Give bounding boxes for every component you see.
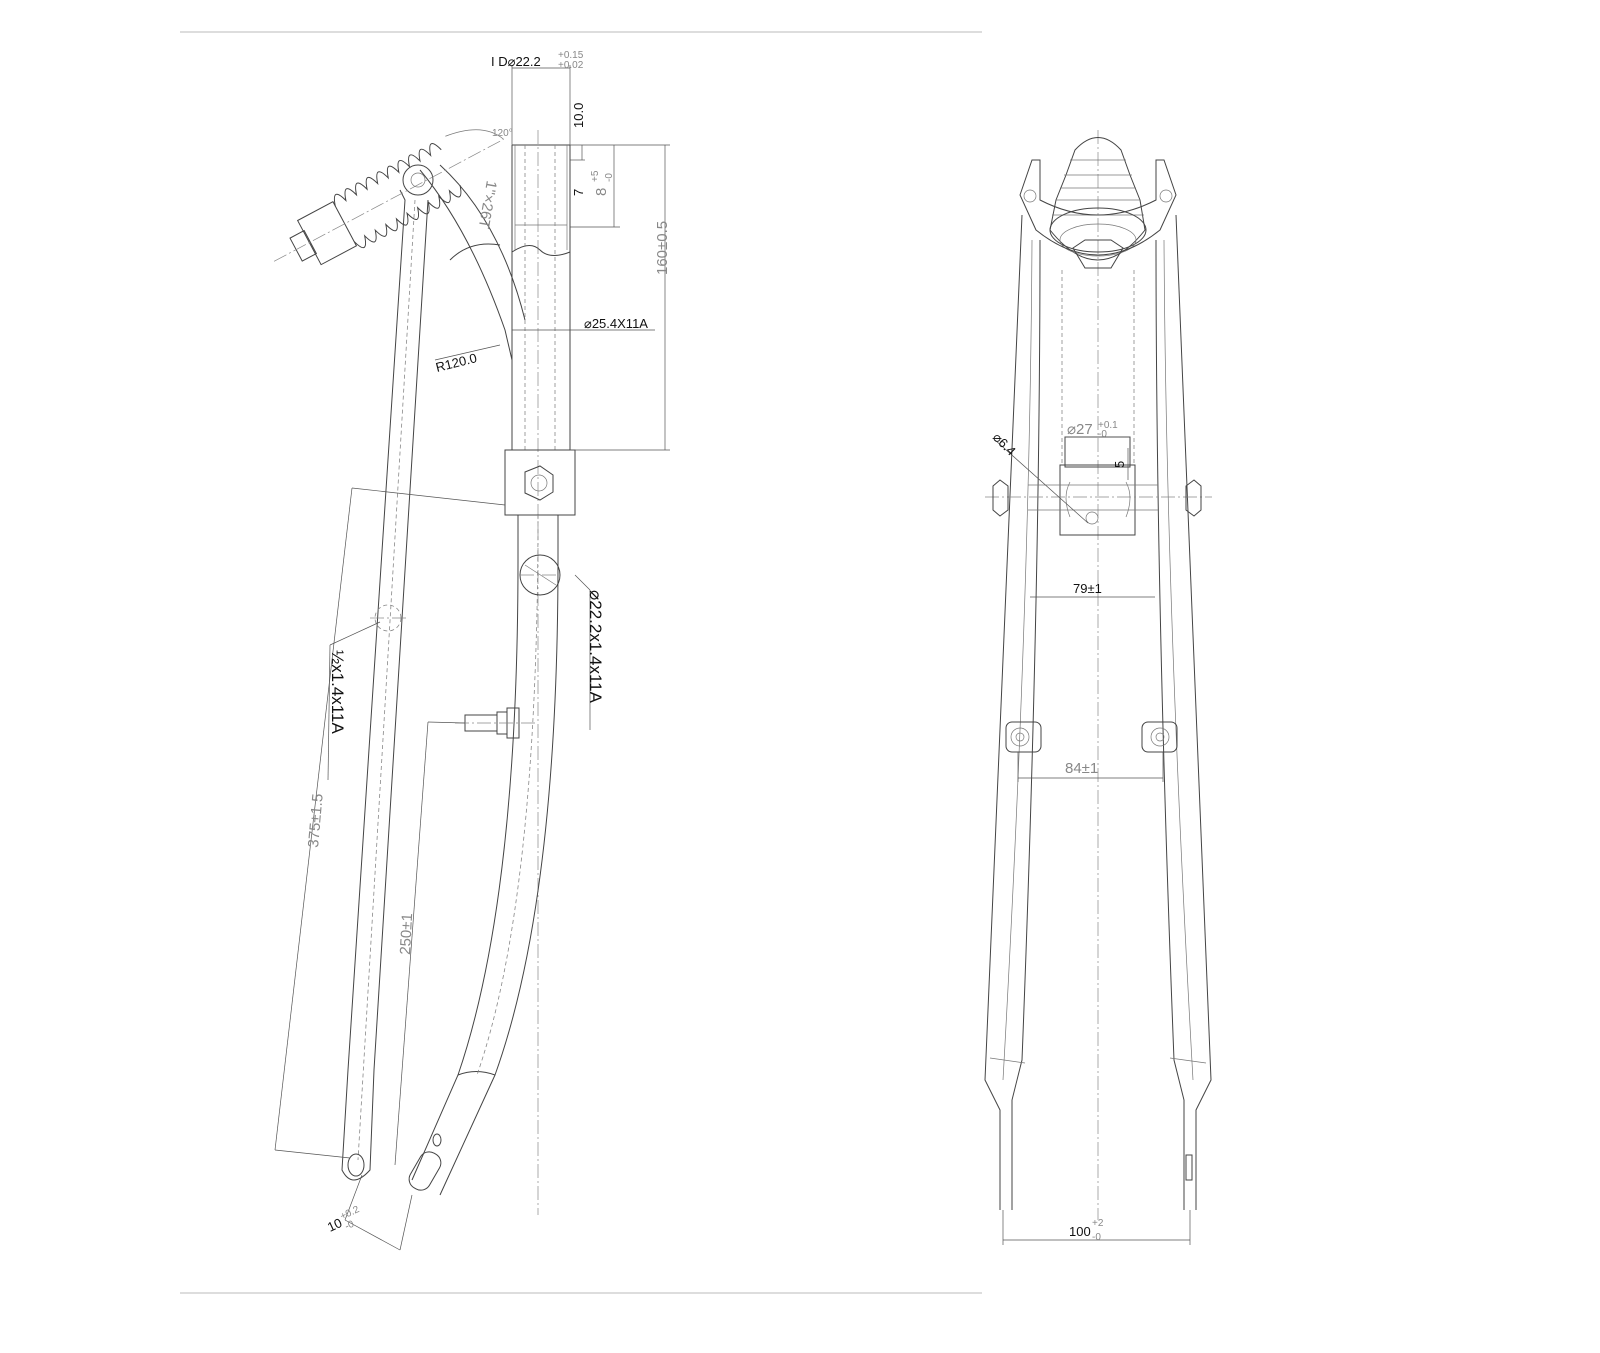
brace-rod: [341, 189, 429, 1181]
mounting-eyes: [1005, 721, 1178, 753]
pivot: [402, 164, 434, 196]
dim-160: 160±0.5: [654, 221, 671, 275]
dropout-dimension: 10 +0.2 -0: [325, 1204, 362, 1235]
dim-10: 10.0: [571, 103, 586, 128]
dim-100-tol-upper: +2: [1092, 1218, 1104, 1229]
dim-8: 8: [593, 188, 610, 196]
thread-label: 1"×26T: [475, 179, 500, 229]
blade-label: ⌀22.2x1.4x11A: [586, 590, 605, 704]
dim-250: 250±1: [397, 913, 416, 955]
axle: [985, 479, 1212, 525]
front-view: [984, 130, 1212, 1245]
dim-84: 84±1: [1065, 760, 1098, 777]
dim-79: 79±1: [1073, 581, 1102, 596]
fork-blade: [408, 514, 561, 1196]
dim-100: 100: [1069, 1224, 1091, 1239]
steerer-tube: [511, 144, 571, 450]
bore-label: ⌀27: [1067, 421, 1093, 438]
center-block: [1059, 464, 1136, 536]
dim-375: 375±1.5: [305, 793, 327, 848]
side-view: [273, 65, 670, 1251]
dim-7: 7: [571, 189, 586, 196]
id-label: I D⌀22.2: [491, 54, 541, 69]
id-tol-lower: +0.02: [558, 60, 584, 71]
brace-label: ½x1.4x11A: [328, 650, 347, 734]
dropout-label: 10: [325, 1215, 344, 1235]
dim-8-tol-upper: +5: [590, 170, 601, 182]
left-blade: [984, 214, 1041, 1210]
spring-unit: [273, 129, 504, 266]
angle-label: 120°: [492, 128, 513, 139]
crown-spring: [1019, 137, 1177, 269]
dropout-tol-lower: -0: [343, 1219, 356, 1233]
cable-stop: [455, 707, 535, 739]
dim-5: 5: [1112, 461, 1127, 468]
dim-8-tol-lower: -0: [604, 173, 615, 182]
right-blade: [1155, 214, 1212, 1210]
steerer-label: ⌀25.4X11A: [584, 316, 648, 331]
dim-100-tol-lower: -0: [1092, 1232, 1101, 1243]
link-arm: [419, 164, 526, 361]
hole-label: ⌀6.4: [990, 430, 1019, 459]
id-tol-upper: +0.15: [558, 50, 584, 61]
bore-tol-lower: -0: [1098, 429, 1107, 440]
radius-label: R120.0: [434, 350, 478, 375]
bore-tol-upper: +0.1: [1098, 420, 1118, 431]
crown-clamp: [504, 449, 576, 516]
